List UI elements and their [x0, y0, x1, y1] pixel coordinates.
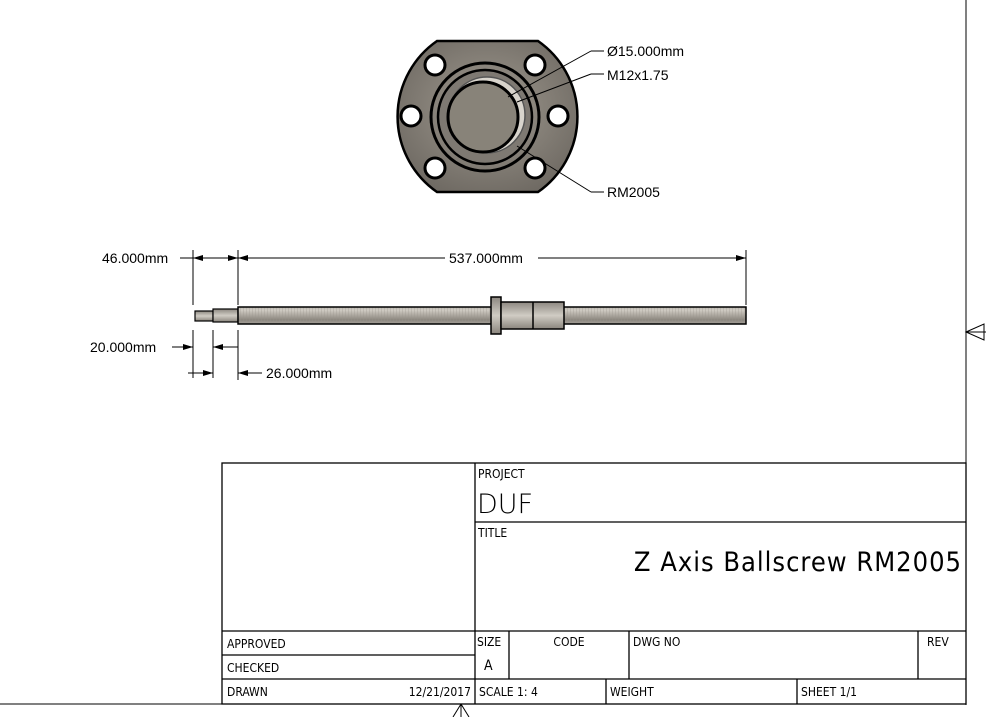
- bolt-holes: [399, 53, 570, 180]
- size-label: SIZE: [477, 635, 501, 649]
- dim-26mm: 26.000mm: [266, 365, 332, 381]
- size-value: A: [484, 658, 493, 674]
- approved-label: APPROVED: [227, 637, 286, 651]
- title-label: TITLE: [477, 526, 507, 540]
- dim-46mm: 46.000mm: [102, 250, 168, 266]
- dim-20mm: 20.000mm: [90, 339, 156, 355]
- dwg-no-label: DWG NO: [633, 635, 680, 649]
- drawn-date: 12/21/2017: [409, 685, 471, 699]
- rev-label: REV: [927, 635, 949, 649]
- title-value: Z Axis Ballscrew RM2005: [634, 547, 962, 578]
- callout-model: RM2005: [607, 184, 660, 200]
- ballscrew-side-view: 46.000mm 537.000mm 20.000mm 26.000mm: [90, 250, 747, 381]
- dim-537mm: 537.000mm: [449, 250, 523, 266]
- drawn-label: DRAWN: [227, 685, 268, 699]
- scale-label: SCALE 1: 4: [479, 685, 538, 699]
- weight-label: WEIGHT: [610, 685, 654, 699]
- callout-diameter: Ø15.000mm: [607, 43, 684, 59]
- sheet-label: SHEET 1/1: [801, 685, 857, 699]
- callout-thread: M12x1.75: [607, 67, 669, 83]
- title-block: PROJECT DUF TITLE Z Axis Ballscrew RM200…: [221, 462, 967, 705]
- code-label: CODE: [553, 635, 584, 649]
- dimension-lines: [172, 250, 747, 380]
- project-label: PROJECT: [478, 467, 525, 481]
- flange-front-view: Ø15.000mm M12x1.75 RM2005: [396, 39, 684, 200]
- checked-label: CHECKED: [227, 661, 279, 675]
- project-value: DUF: [477, 489, 533, 520]
